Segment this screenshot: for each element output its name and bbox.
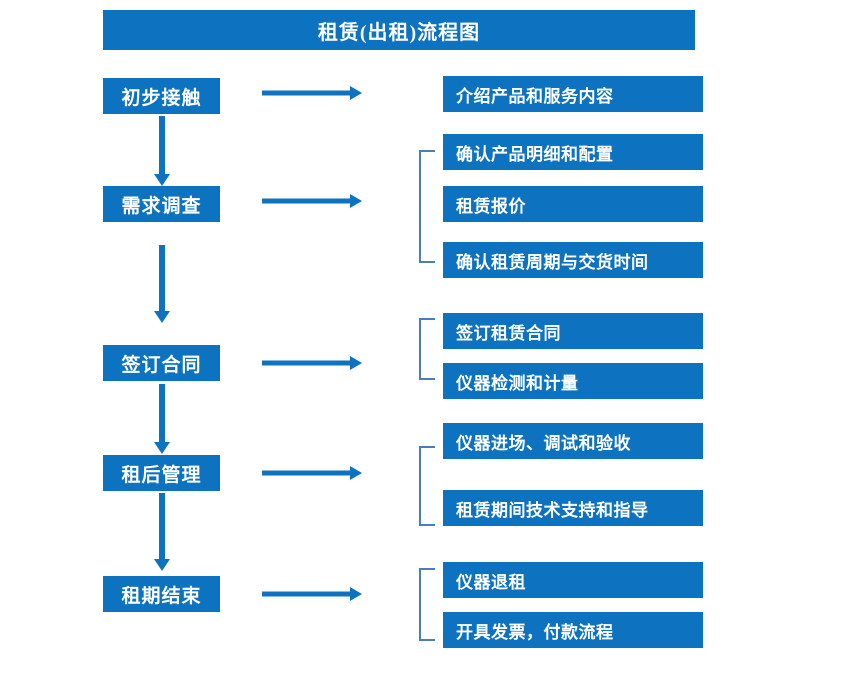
- arrow-down-1: [154, 116, 170, 186]
- arrow-right-3: [262, 356, 362, 370]
- group-bracket-5: [419, 568, 435, 641]
- detail-box-2-2[interactable]: 租赁报价: [443, 186, 703, 222]
- detail-box-1-1[interactable]: 介绍产品和服务内容: [443, 76, 703, 112]
- detail-box-3-1[interactable]: 签订租赁合同: [443, 313, 703, 349]
- page-title: 租赁(出租)流程图: [103, 10, 695, 50]
- stage-box-3[interactable]: 签订合同: [103, 345, 220, 381]
- detail-box-5-1[interactable]: 仪器退租: [443, 562, 703, 598]
- stage-box-2[interactable]: 需求调查: [103, 186, 220, 222]
- arrow-down-4: [154, 493, 170, 571]
- detail-box-5-2[interactable]: 开具发票，付款流程: [443, 612, 703, 648]
- group-bracket-3: [419, 318, 435, 380]
- arrow-right-4: [262, 466, 362, 480]
- arrow-right-2: [262, 194, 362, 208]
- arrow-down-3: [154, 384, 170, 454]
- detail-box-2-3[interactable]: 确认租赁周期与交货时间: [443, 242, 703, 278]
- detail-box-4-1[interactable]: 仪器进场、调试和验收: [443, 423, 703, 459]
- group-bracket-4: [419, 446, 435, 526]
- detail-box-3-2[interactable]: 仪器检测和计量: [443, 363, 703, 399]
- detail-box-4-2[interactable]: 租赁期间技术支持和指导: [443, 490, 703, 526]
- stage-box-5[interactable]: 租期结束: [103, 576, 220, 612]
- arrow-right-1: [262, 86, 362, 100]
- group-bracket-2: [419, 150, 435, 263]
- stage-box-1[interactable]: 初步接触: [103, 78, 220, 114]
- arrow-down-2: [154, 245, 170, 323]
- arrow-right-5: [262, 587, 362, 601]
- detail-box-2-1[interactable]: 确认产品明细和配置: [443, 134, 703, 170]
- stage-box-4[interactable]: 租后管理: [103, 455, 220, 491]
